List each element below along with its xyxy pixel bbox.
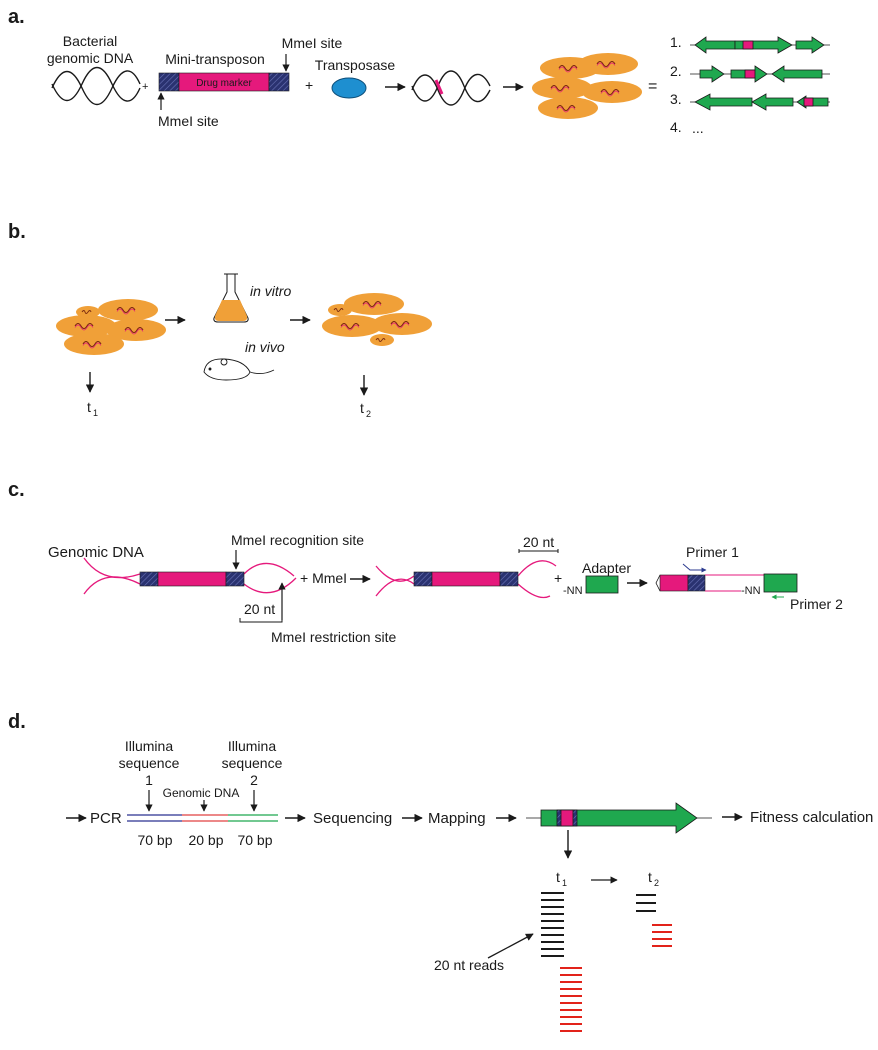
illumina2-line2: sequence — [222, 755, 283, 771]
mapping-label: Mapping — [428, 810, 486, 827]
transposon-end-right — [268, 72, 290, 92]
twenty-nt-label-b: 20 nt — [523, 534, 554, 550]
reads-t2-subscript: 2 — [654, 878, 659, 888]
in-vitro-label: in vitro — [250, 283, 291, 299]
transposase-label: Transposase — [315, 57, 396, 73]
mini-transposon: Drug marker — [158, 72, 290, 92]
bacteria-pool-t2 — [321, 292, 433, 347]
bp3-label: 70 bp — [237, 832, 272, 848]
bacteria-pool-a — [531, 52, 643, 120]
panel-d-letter: d. — [8, 711, 26, 733]
primer2-label: Primer 2 — [790, 596, 843, 612]
panel-b-letter: b. — [8, 221, 26, 243]
genomic-dna-d-label: Genomic DNA — [163, 786, 240, 800]
list-item-1: 1. — [670, 34, 682, 50]
list-item-2: 2. — [670, 63, 682, 79]
gene-map-1 — [690, 36, 830, 54]
adapter-nn: -NN — [563, 585, 583, 597]
bacterial-label-line2: genomic DNA — [47, 50, 134, 66]
in-vivo-label: in vivo — [245, 339, 285, 355]
adapter-box — [585, 575, 619, 594]
t1-label: t — [87, 399, 91, 415]
bp2-label: 20 bp — [188, 832, 223, 848]
list-item-3: 3. — [670, 91, 682, 107]
plus-mmel-label: + MmeI — [300, 570, 347, 586]
gene-map-2 — [690, 65, 830, 83]
genomic-dna-helix — [51, 66, 141, 106]
genomic-dna-strands — [83, 557, 297, 595]
reads-t2-black — [636, 894, 656, 912]
reads-t1-subscript: 1 — [562, 878, 567, 888]
ligation-product — [655, 573, 798, 593]
cut-dna-strands — [375, 560, 557, 599]
sequencing-label: Sequencing — [313, 810, 392, 827]
mmel-recognition-label: MmeI recognition site — [231, 532, 364, 548]
illumina1-line2: sequence — [119, 755, 180, 771]
reads-t1-label: t — [556, 869, 560, 885]
illumina2-num: 2 — [250, 772, 258, 788]
list-item-ellipsis: ... — [692, 120, 704, 136]
gene-map-d — [526, 802, 712, 834]
list-item-4: 4. — [670, 119, 682, 135]
primer1-label: Primer 1 — [686, 544, 739, 560]
illumina1-line1: Illumina — [125, 738, 173, 754]
transposon-c2 — [413, 571, 519, 587]
panel-c: c. Genomic DNA MmeI recognition site 20 … — [8, 479, 843, 645]
pcr-label: PCR — [90, 810, 122, 827]
mouse-icon — [203, 358, 275, 381]
product-nn: -NN — [741, 585, 761, 597]
reads-t2-label: t — [648, 869, 652, 885]
panel-c-letter: c. — [8, 479, 25, 501]
t2-label: t — [360, 400, 364, 416]
reads-t1-black — [541, 892, 564, 957]
reads-pointer-arrow — [487, 933, 534, 959]
mmel-site-bottom-label: MmeI site — [158, 113, 219, 129]
drug-marker-label: Drug marker — [196, 78, 252, 89]
inserted-dna-helix — [411, 70, 491, 106]
transposon-end-left — [158, 72, 180, 92]
reads-t2-red — [652, 924, 672, 947]
bacteria-pool-t1 — [55, 298, 167, 356]
t1-subscript: 1 — [93, 408, 98, 418]
illumina2-line1: Illumina — [228, 738, 276, 754]
adapter-label: Adapter — [582, 560, 631, 576]
transposon-c1 — [139, 571, 245, 587]
twenty-nt-label-a: 20 nt — [244, 601, 275, 617]
plus-adapter: + — [554, 570, 562, 586]
mmel-restriction-label: MmeI restriction site — [271, 629, 396, 645]
reads-label: 20 nt reads — [434, 957, 504, 973]
mini-transposon-label: Mini-transposon — [165, 51, 265, 67]
panel-a-letter: a. — [8, 6, 25, 28]
genomic-dna-label: Genomic DNA — [48, 544, 144, 561]
illumina1-num: 1 — [145, 772, 153, 788]
twenty-nt-bracket-b — [518, 549, 559, 553]
panel-d: d. Illumina sequence 1 Illumina sequence… — [8, 711, 873, 1032]
mmel-site-top-label: MmeI site — [282, 35, 343, 51]
twenty-nt-bracket-a — [239, 618, 283, 623]
primer1-arrow — [682, 563, 707, 573]
gene-map-3 — [690, 93, 830, 111]
transposase-ellipse — [331, 77, 367, 99]
plus-sign-2: + — [305, 77, 313, 93]
panel-b: b. in vitro in vivo — [8, 221, 433, 419]
flask-icon — [213, 273, 249, 323]
pcr-amplicon — [127, 814, 278, 822]
plus-sign-1: + — [142, 81, 148, 93]
bp1-label: 70 bp — [137, 832, 172, 848]
panel-a: a. Bacterial genomic DNA + Mini-transpos… — [8, 6, 830, 136]
bacterial-label-line1: Bacterial — [63, 33, 117, 49]
reads-t1-red — [560, 967, 582, 1032]
fitness-label: Fitness calculation — [750, 809, 873, 826]
equals-sign: = — [648, 78, 657, 95]
t2-subscript: 2 — [366, 409, 371, 419]
